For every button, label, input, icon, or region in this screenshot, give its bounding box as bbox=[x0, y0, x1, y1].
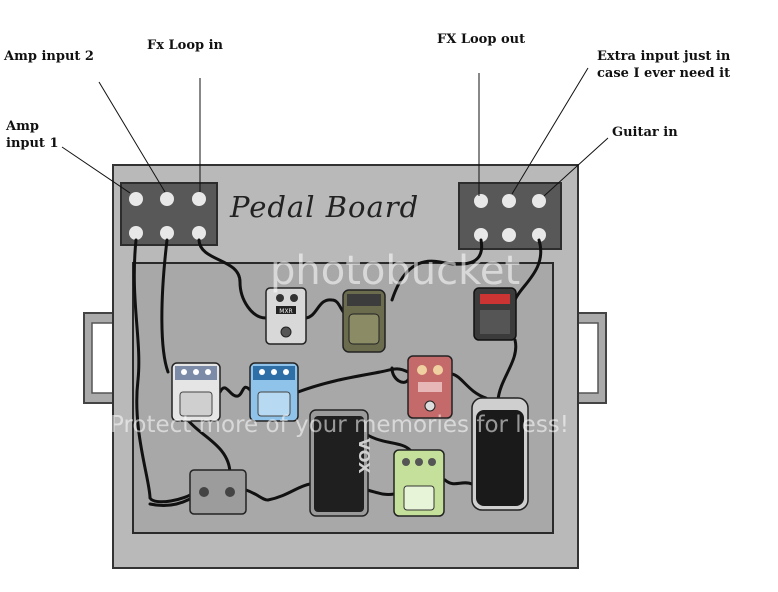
label-amp-input-2: Amp input 2 bbox=[4, 49, 94, 64]
label-fx-loop-in: Fx Loop in bbox=[147, 38, 223, 53]
white-pedal bbox=[171, 362, 221, 422]
leader-lines bbox=[61, 67, 609, 197]
left-jack-box bbox=[120, 182, 218, 246]
label-extra-input: Extra input just in case I ever need it bbox=[597, 49, 731, 81]
label-amp-input-1: Amp input 1 bbox=[6, 119, 59, 151]
right-jack-box bbox=[458, 182, 562, 250]
pedalboard-title: Pedal Board bbox=[230, 190, 420, 224]
right-handle bbox=[575, 312, 607, 404]
left-handle bbox=[83, 312, 115, 404]
vox-logo: VOX bbox=[355, 438, 373, 474]
green-pedal bbox=[393, 449, 445, 517]
label-guitar-in: Guitar in bbox=[612, 125, 678, 140]
vox-wah: VOX bbox=[309, 409, 373, 517]
volume-pedal bbox=[471, 397, 529, 511]
olive-pedal bbox=[342, 289, 386, 353]
tuner-pedal bbox=[473, 287, 517, 341]
red-pedal bbox=[407, 355, 453, 419]
mxr-pedal: MXR bbox=[265, 287, 307, 345]
mxr-logo: MXR bbox=[279, 308, 292, 315]
ab-switch bbox=[189, 469, 247, 515]
label-fx-loop-out: FX Loop out bbox=[437, 32, 526, 47]
blue-pedal bbox=[249, 362, 299, 422]
